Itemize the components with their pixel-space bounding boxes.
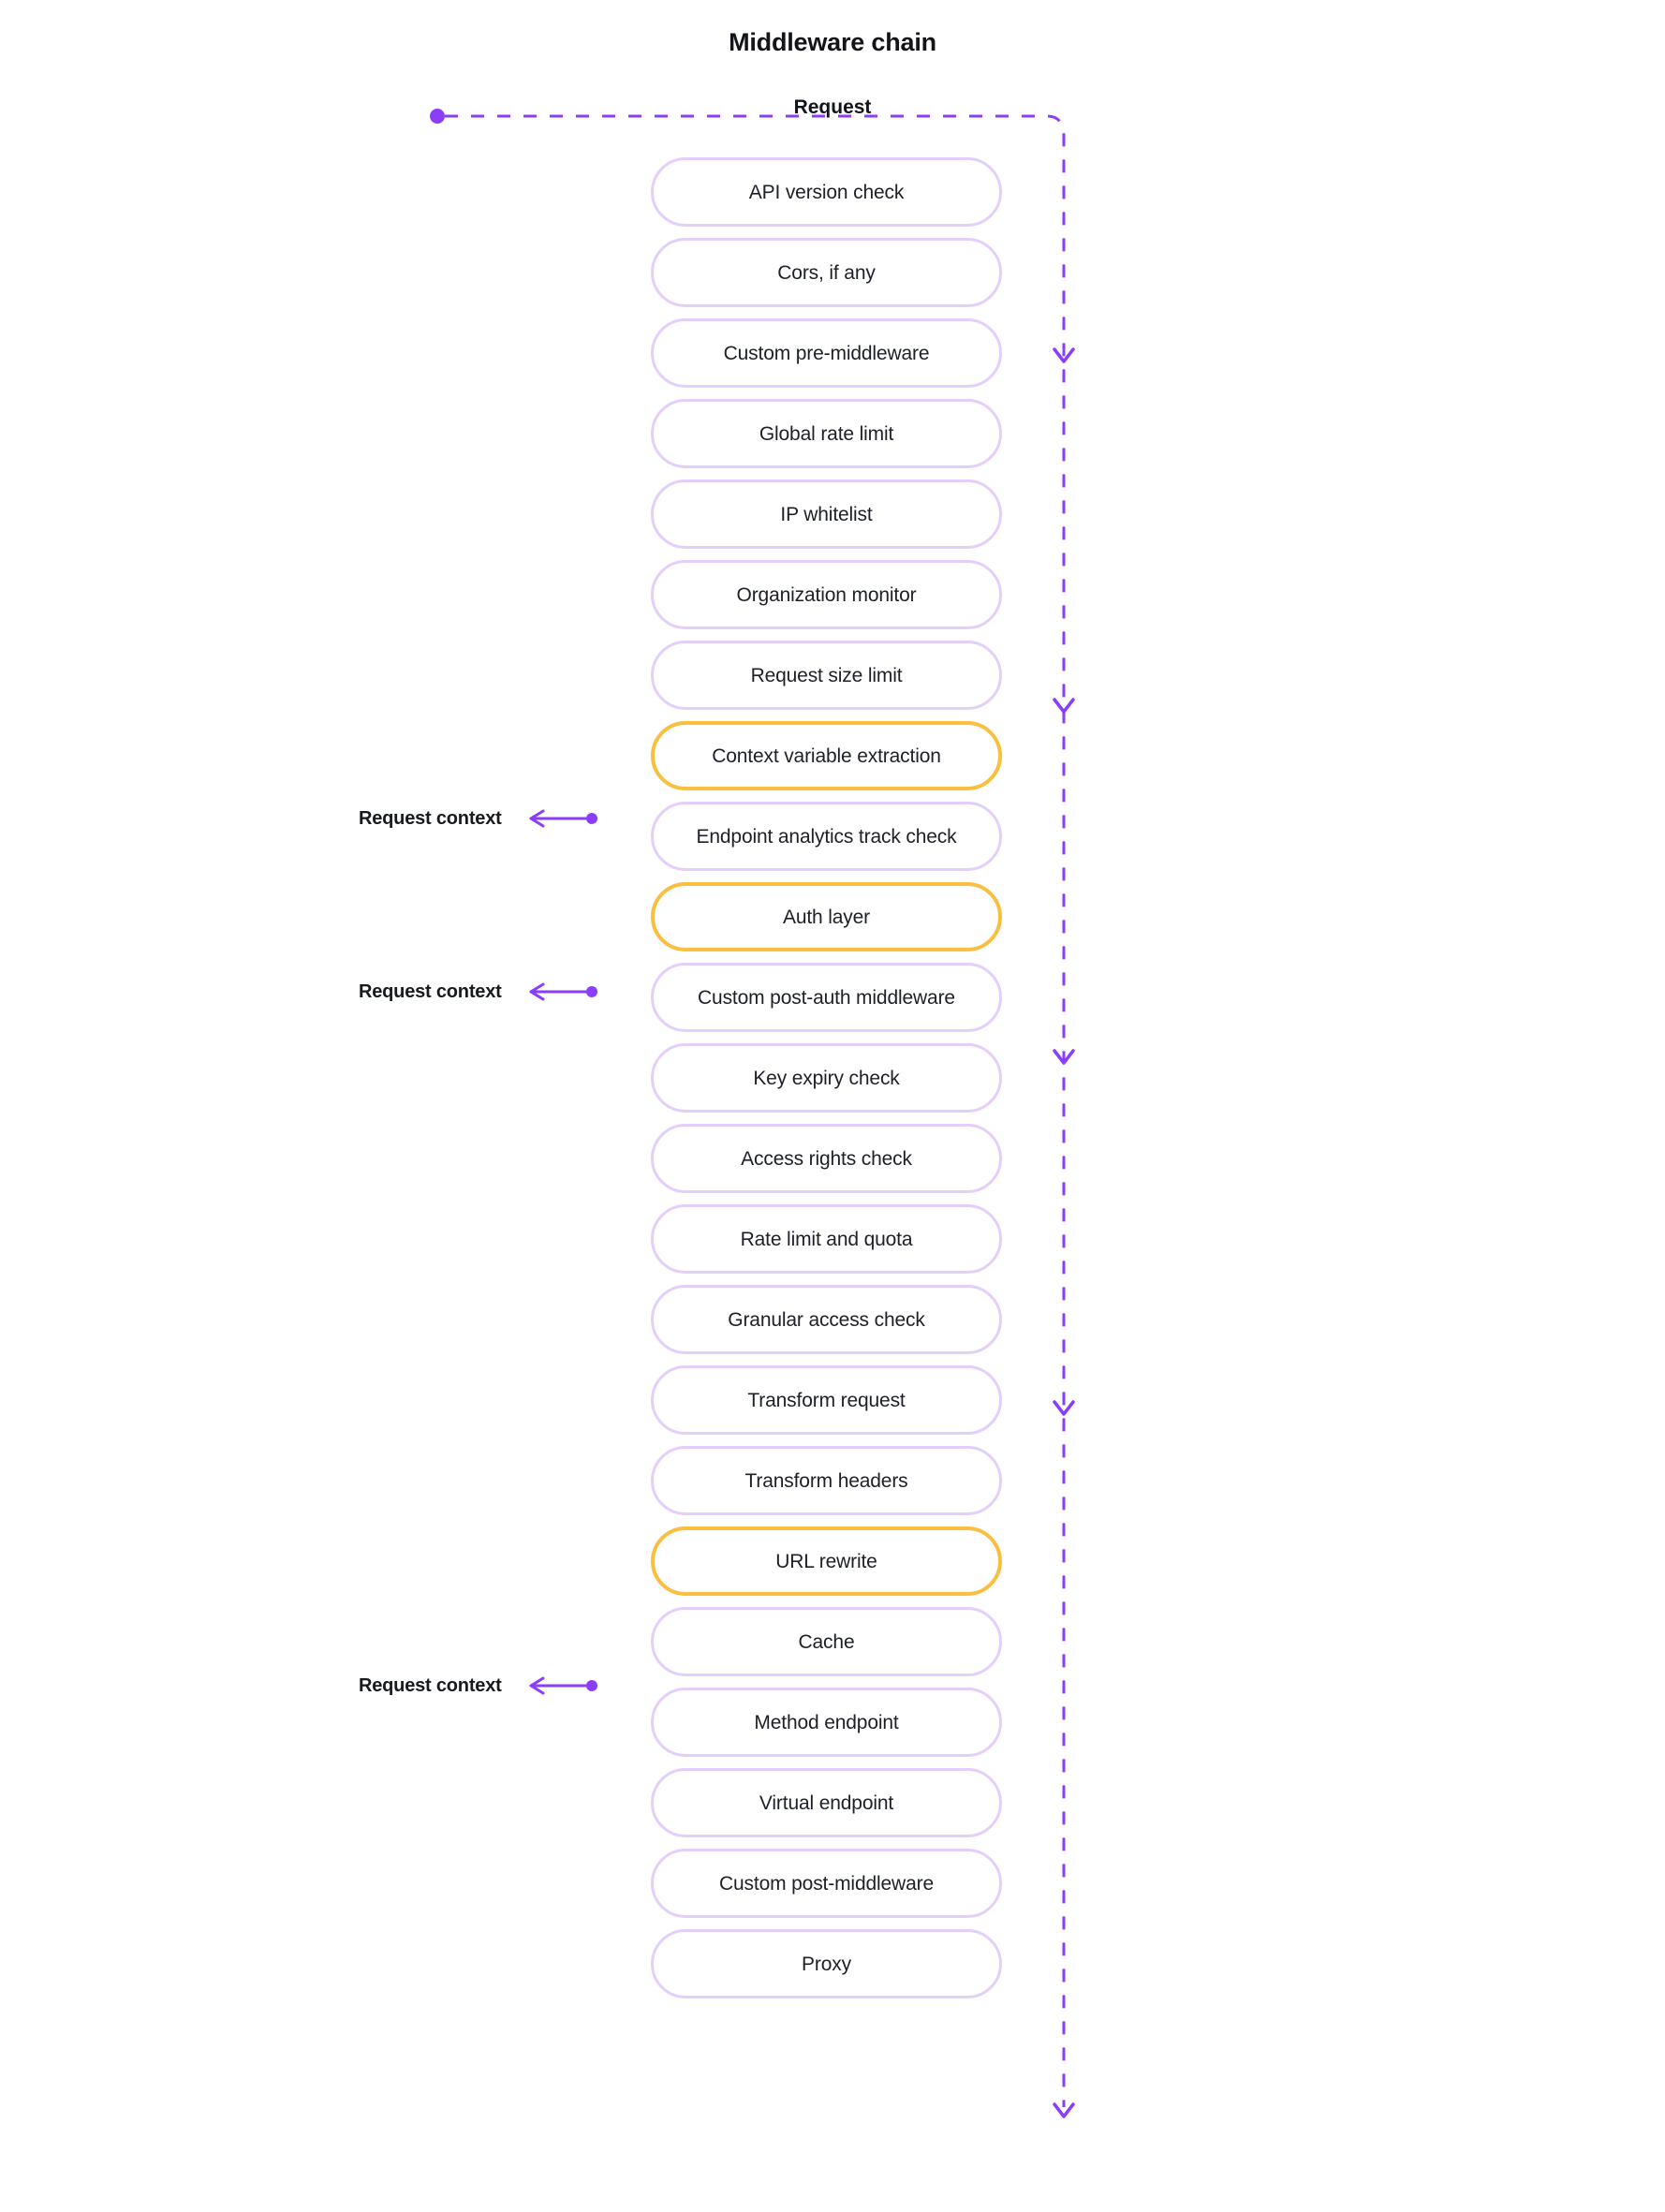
middleware-node[interactable]: Transform headers [651,1446,1002,1515]
rail-arrowheads [1053,347,1075,2118]
middleware-node[interactable]: IP whitelist [651,479,1002,549]
middleware-node-label: Organization monitor [736,583,917,606]
annotation-label: Request context [359,1674,502,1696]
middleware-node[interactable]: Access rights check [651,1124,1002,1193]
middleware-node[interactable]: URL rewrite [651,1526,1002,1596]
middleware-node-label: Custom pre-middleware [723,342,930,364]
middleware-node-label: URL rewrite [775,1550,877,1572]
middleware-node-label: Method endpoint [754,1711,899,1733]
annotation-url-rewrite: Request context [359,1667,602,1704]
middleware-node[interactable]: Custom post-middleware [651,1849,1002,1918]
annotation-auth-layer: Request context [359,973,602,1010]
middleware-node[interactable]: Organization monitor [651,560,1002,629]
middleware-node-label: Context variable extraction [712,745,941,767]
middleware-node-label: Transform request [747,1389,906,1411]
annotation-label: Request context [359,981,502,1002]
annotation-context-variable-extraction: Request context [359,800,602,837]
middleware-node[interactable]: Virtual endpoint [651,1768,1002,1837]
middleware-node[interactable]: Proxy [651,1929,1002,1998]
middleware-node[interactable]: Cache [651,1607,1002,1676]
middleware-node-label: Custom post-middleware [719,1872,934,1895]
middleware-node[interactable]: Granular access check [651,1285,1002,1354]
middleware-node[interactable]: Custom pre-middleware [651,318,1002,388]
middleware-node[interactable]: Method endpoint [651,1688,1002,1757]
middleware-node-label: Virtual endpoint [759,1792,894,1814]
left-arrow-icon [529,1676,597,1695]
middleware-node[interactable]: Auth layer [651,882,1002,951]
annotation-label: Request context [359,807,502,829]
left-arrow-icon [529,982,597,1001]
middleware-node[interactable]: API version check [651,157,1002,227]
middleware-node-label: Granular access check [728,1308,925,1331]
middleware-node-label: Rate limit and quota [740,1228,913,1250]
middleware-node-label: Key expiry check [753,1067,900,1089]
middleware-node[interactable]: Key expiry check [651,1043,1002,1113]
middleware-node[interactable]: Transform request [651,1365,1002,1435]
request-entry-row: Request [0,96,1665,130]
middleware-node-label: Proxy [802,1953,851,1975]
middleware-node-label: Request size limit [750,664,903,686]
middleware-node-label: Transform headers [744,1469,908,1492]
middleware-node[interactable]: Cors, if any [651,238,1002,307]
middleware-node[interactable]: Global rate limit [651,399,1002,468]
middleware-node-label: Custom post-auth middleware [698,986,955,1009]
page-title: Middleware chain [729,28,936,56]
middleware-node[interactable]: Request size limit [651,641,1002,710]
middleware-node[interactable]: Rate limit and quota [651,1204,1002,1274]
middleware-node[interactable]: Context variable extraction [651,721,1002,790]
left-arrow-icon [529,809,597,828]
middleware-node[interactable]: Endpoint analytics track check [651,802,1002,871]
middleware-node[interactable]: Custom post-auth middleware [651,963,1002,1032]
middleware-node-label: API version check [748,181,905,203]
middleware-node-label: IP whitelist [780,503,873,525]
middleware-node-label: Access rights check [741,1147,912,1170]
middleware-node-label: Auth layer [782,906,871,928]
middleware-node-label: Global rate limit [759,422,894,445]
middleware-node-label: Endpoint analytics track check [696,825,957,848]
middleware-node-label: Cors, if any [777,261,876,284]
middleware-node-label: Cache [798,1630,855,1653]
request-label: Request [645,96,1020,119]
